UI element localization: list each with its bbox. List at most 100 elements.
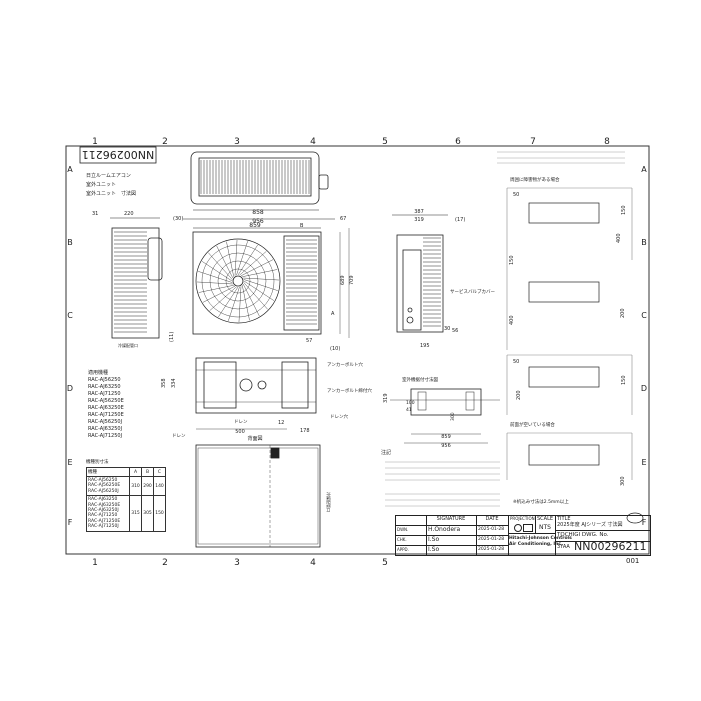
abc-h-a: A xyxy=(129,467,142,477)
anchor-label-1: アンカーボルト穴 xyxy=(327,361,363,368)
dim-11: (11) xyxy=(169,332,175,342)
drawing-line xyxy=(201,261,233,282)
top-view xyxy=(190,151,329,205)
chk-date: 2025-01-28 xyxy=(478,537,505,542)
model-item: RAC-AJ63250J xyxy=(88,426,123,432)
drawing-line xyxy=(236,241,248,276)
model-item: RAC-AJ56250 xyxy=(88,377,121,383)
signature-header: SIGNATURE xyxy=(436,516,466,522)
dim-B: B xyxy=(300,223,304,229)
dim-195: 195 xyxy=(420,343,430,349)
model-item: RAC-AJ63250E xyxy=(88,405,124,411)
drawing-line xyxy=(237,244,258,276)
chk-name: I.So xyxy=(428,536,440,543)
service-valve-label: サービスバルブカバー xyxy=(450,288,495,295)
dim-500: 500 xyxy=(235,429,245,435)
svg-text:前面が空いている場合: 前面が空いている場合 xyxy=(510,421,555,428)
title-value: 2025年度 AJシリーズ 寸法図 xyxy=(557,522,623,528)
appd-date: 2025-01-28 xyxy=(478,547,505,552)
space-150b: 150 xyxy=(509,255,515,265)
drawing-line xyxy=(234,240,238,276)
dwn-label: DWN. xyxy=(397,527,409,532)
svg-text:室外ユニット 寸法図: 室外ユニット 寸法図 xyxy=(86,190,136,197)
appd-name: I.So xyxy=(428,546,440,553)
space-200b: 200 xyxy=(620,308,626,318)
drawing-line xyxy=(197,281,233,285)
model-item: RAC-AJ56250J xyxy=(88,419,123,425)
col-4: 4 xyxy=(310,137,316,147)
col-2: 2 xyxy=(162,137,168,147)
dwn-name: H.Onodera xyxy=(428,526,461,533)
row-d: D xyxy=(67,384,73,393)
dim-689: 689 xyxy=(340,275,346,285)
dim-10: (10) xyxy=(330,346,340,352)
company-seal xyxy=(626,512,644,524)
scale-value: NTS xyxy=(539,524,551,531)
date-header: DATE xyxy=(485,516,499,522)
dim-30b: 30 xyxy=(444,326,450,332)
svg-text:周囲に障害物がある場合: 周囲に障害物がある場合 xyxy=(510,176,560,183)
col-3: 3 xyxy=(234,137,240,147)
dim-30: (30) xyxy=(173,216,183,222)
side-label: 冷媒配管口 xyxy=(118,342,138,348)
row-c-right: C xyxy=(641,311,647,320)
drawing-line xyxy=(198,285,234,293)
bottom-view-label: 背面図 xyxy=(247,435,262,442)
abc-r2-models: RAC-AJ63250 RAC-AJ63250E RAC-AJ63250J RA… xyxy=(86,495,130,532)
row-a-right: A xyxy=(641,165,647,174)
drain-label: ドレン xyxy=(234,420,248,425)
dim-859b: 859 xyxy=(441,434,451,440)
column-labels-bottom: 1 2 3 4 5 xyxy=(92,558,388,568)
sheet-number: 001 xyxy=(626,557,640,565)
col-5: 5 xyxy=(382,137,388,147)
col-5-bottom: 5 xyxy=(382,558,388,568)
drawing-line xyxy=(228,286,240,321)
notes: 注記 xyxy=(381,449,500,507)
fan-guard-ring xyxy=(217,260,259,302)
mount-title: 室外機据付寸法図 xyxy=(402,376,438,383)
left-side-view xyxy=(111,227,163,339)
fan-guard-ring xyxy=(225,268,251,294)
front-view xyxy=(192,231,322,335)
drawing-line xyxy=(198,271,233,283)
col-1: 1 xyxy=(92,137,98,147)
row-e-right: E xyxy=(641,458,646,467)
dim-358: 358 xyxy=(161,378,167,388)
drawing-line xyxy=(202,286,236,303)
col-7: 7 xyxy=(530,137,536,147)
model-item: RAC-AJ63250 xyxy=(88,384,121,390)
dim-57: 57 xyxy=(306,338,312,344)
product-title: 日立ルームエアコン 室外ユニット 室外ユニット 寸法図 xyxy=(86,172,136,197)
row-b-right: B xyxy=(641,238,647,247)
dim-319: 319 xyxy=(414,217,424,223)
space-200c: 200 xyxy=(516,390,522,400)
models-list: 適用機種 RAC-AJ56250 RAC-AJ63250 RAC-AJ71250… xyxy=(88,371,124,439)
foot-label: ドレン xyxy=(172,434,186,439)
dim-56: 56 xyxy=(452,328,458,334)
drawing-line xyxy=(243,277,279,281)
row-f: F xyxy=(68,518,73,527)
dim-334: 334 xyxy=(171,378,177,388)
dim-709: 709 xyxy=(349,275,355,285)
row-b: B xyxy=(67,238,73,247)
dim-859: 859 xyxy=(249,222,261,229)
model-item: RAC-AJ56250E xyxy=(88,398,124,404)
abc-r1-a: 310 xyxy=(129,475,142,497)
appd-label: APPD. xyxy=(397,547,409,552)
svg-text:NN00296211: NN00296211 xyxy=(82,148,154,161)
col-1-bottom: 1 xyxy=(92,558,98,568)
abc-h-model: 機種 xyxy=(86,467,130,477)
projection-label: PROJECTION xyxy=(510,516,535,521)
drawing-line xyxy=(242,269,278,277)
drawing-line xyxy=(240,259,274,276)
drawing-line xyxy=(216,245,233,279)
col-4-bottom: 4 xyxy=(310,558,316,568)
dwg-code: 3YAA xyxy=(557,544,570,550)
svg-text:注記: 注記 xyxy=(381,449,391,456)
column-labels-top: 1 2 3 4 5 6 7 8 xyxy=(92,137,610,147)
drawing-line xyxy=(226,241,234,277)
abc-r2-a: 315 xyxy=(129,495,142,532)
dim-319b: 319 xyxy=(383,393,389,403)
space-400a: 400 xyxy=(616,233,622,243)
drawing-line xyxy=(243,283,260,317)
